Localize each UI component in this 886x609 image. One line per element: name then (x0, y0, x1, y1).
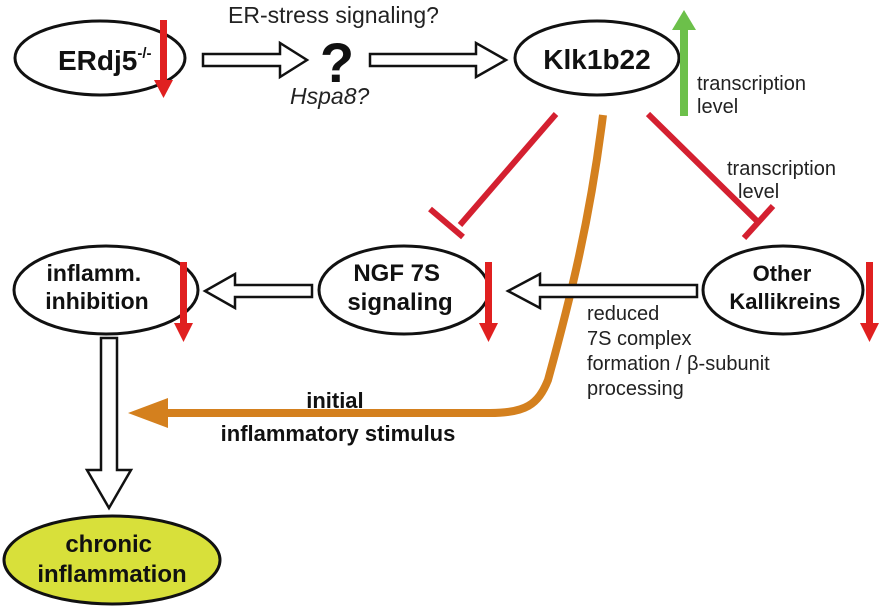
erdj5-label: ERdj5 (58, 45, 137, 76)
node-chronic-inflammation: chronic inflammation (2, 514, 222, 606)
chronic-line1: chronic (65, 531, 152, 558)
transcription-level-mid-label: transcription level (727, 158, 842, 203)
svg-text:chronic inflammation: chronic inflammation (37, 531, 186, 588)
svg-text:Other Kallikreins: Other Kallikreins (729, 261, 840, 314)
kallikreins-line1: Other (753, 261, 812, 286)
arrow-inflamm-to-chronic (84, 336, 134, 511)
ngf7s-line2: signaling (347, 289, 452, 316)
node-klk1b22: Klk1b22 (513, 19, 681, 97)
initial-stimulus-arrow (128, 114, 607, 428)
inflamm-inhibition-down-arrow-icon (174, 262, 193, 342)
kallikreins-down-arrow-icon (860, 262, 879, 342)
reduced-complex-label: reduced 7S complex formation / β-subunit… (587, 303, 775, 400)
arrow-kallikreins-to-ngf (505, 271, 699, 311)
klk1b22-up-arrow-icon (672, 10, 696, 116)
transcription-level-up-label: transcription level (697, 73, 812, 118)
node-inflamm-inhibition: inflamm. inhibition (12, 244, 200, 336)
erdj5-down-arrow-icon (154, 20, 173, 98)
question-mark: ? (320, 31, 354, 94)
kallikreins-line2: Kallikreins (729, 289, 840, 314)
inhibit-klk1b22-to-ngf (428, 112, 559, 240)
inflamm-inhibition-line1: inflamm. (47, 260, 142, 286)
inhibit-klk1b22-to-kallikreins (645, 111, 776, 241)
arrow-erdj5-to-question (201, 40, 310, 80)
klk1b22-label: Klk1b22 (543, 44, 650, 75)
node-other-kallikreins: Other Kallikreins (701, 244, 865, 336)
svg-text:NGF 7S signaling: NGF 7S signaling (347, 260, 452, 316)
ngf7s-down-arrow-icon (479, 262, 498, 342)
svg-text:ERdj5-/-: ERdj5-/- (58, 45, 152, 76)
ngf7s-line1: NGF 7S (353, 260, 440, 287)
chronic-line2: inflammation (37, 561, 186, 588)
svg-text:inflamm. inhibition: inflamm. inhibition (45, 260, 148, 314)
er-stress-label: ER-stress signaling? (228, 2, 439, 28)
node-ngf7s: NGF 7S signaling (317, 244, 491, 336)
erdj5-superscript: -/- (137, 45, 151, 62)
inflamm-inhibition-line2: inhibition (45, 288, 148, 314)
hspa8-label: Hspa8? (290, 83, 369, 109)
initial-stimulus-label: initial inflammatory stimulus (221, 388, 456, 446)
arrow-ngf-to-inflamm (202, 271, 314, 311)
node-erdj5: ERdj5-/- (13, 19, 187, 97)
arrow-question-to-klk1b22 (368, 40, 509, 80)
